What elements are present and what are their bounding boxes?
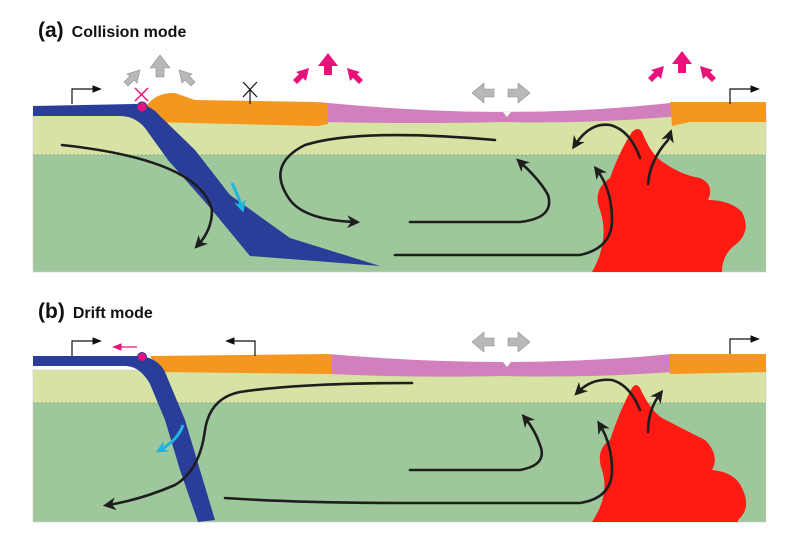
slab-flow-arrow (155, 424, 185, 453)
continent-left (145, 92, 328, 126)
flow-line (102, 381, 414, 511)
gray-extension-arrows-icon (471, 82, 531, 104)
mantle-plume (592, 385, 747, 522)
plate-motion-arrow-icon (729, 85, 760, 104)
trench-marker-icon (136, 101, 148, 113)
panel-a-letter: (a) (38, 19, 64, 42)
plate-motion-arrow-icon (71, 85, 102, 104)
rift-crust (328, 354, 672, 377)
slab-flow-arrow (230, 182, 246, 213)
plate-motion-arrow-icon (225, 337, 256, 356)
rift-crust (318, 102, 680, 123)
flow-line (646, 129, 674, 186)
flow-line (408, 158, 551, 224)
continent-left (150, 354, 332, 374)
trench-marker-icon (137, 352, 147, 362)
panel-a-title: (a) Collision mode (38, 19, 186, 43)
plate-motion-arrow-icon (729, 335, 760, 354)
flow-line (574, 378, 642, 412)
continent-right (670, 354, 766, 374)
panel-b-mode: Drift mode (72, 305, 153, 322)
flow-line (60, 143, 214, 249)
panel-b-title: (b) Drift mode (38, 300, 153, 324)
flow-line (408, 414, 544, 472)
gray-extension-arrows-icon (471, 331, 531, 353)
mantle-plume (592, 129, 746, 272)
flow-line (646, 389, 664, 434)
flow-line (223, 420, 614, 505)
magenta-uplift-arrows-icon (648, 51, 716, 82)
mantle-flow-lines (102, 378, 664, 511)
panel-a-diagram (32, 51, 767, 273)
flow-line (279, 133, 497, 229)
plate-motion-arrow-icon (71, 337, 102, 356)
gray-uplift-arrows-icon (123, 54, 196, 87)
flow-line (572, 123, 642, 160)
subducting-slab (33, 356, 215, 522)
magenta-uplift-arrows-icon (293, 53, 363, 84)
continent-right (670, 102, 766, 126)
panel-b-diagram (32, 331, 767, 523)
flow-line (393, 165, 614, 257)
fixed-point-cross-icon (242, 81, 258, 104)
fixed-point-cross-icon (134, 87, 149, 102)
mantle-flow-lines (60, 123, 674, 257)
panel-b-letter: (b) (38, 300, 65, 323)
subducting-slab (33, 104, 380, 266)
panel-a-mode: Collision mode (71, 24, 187, 41)
